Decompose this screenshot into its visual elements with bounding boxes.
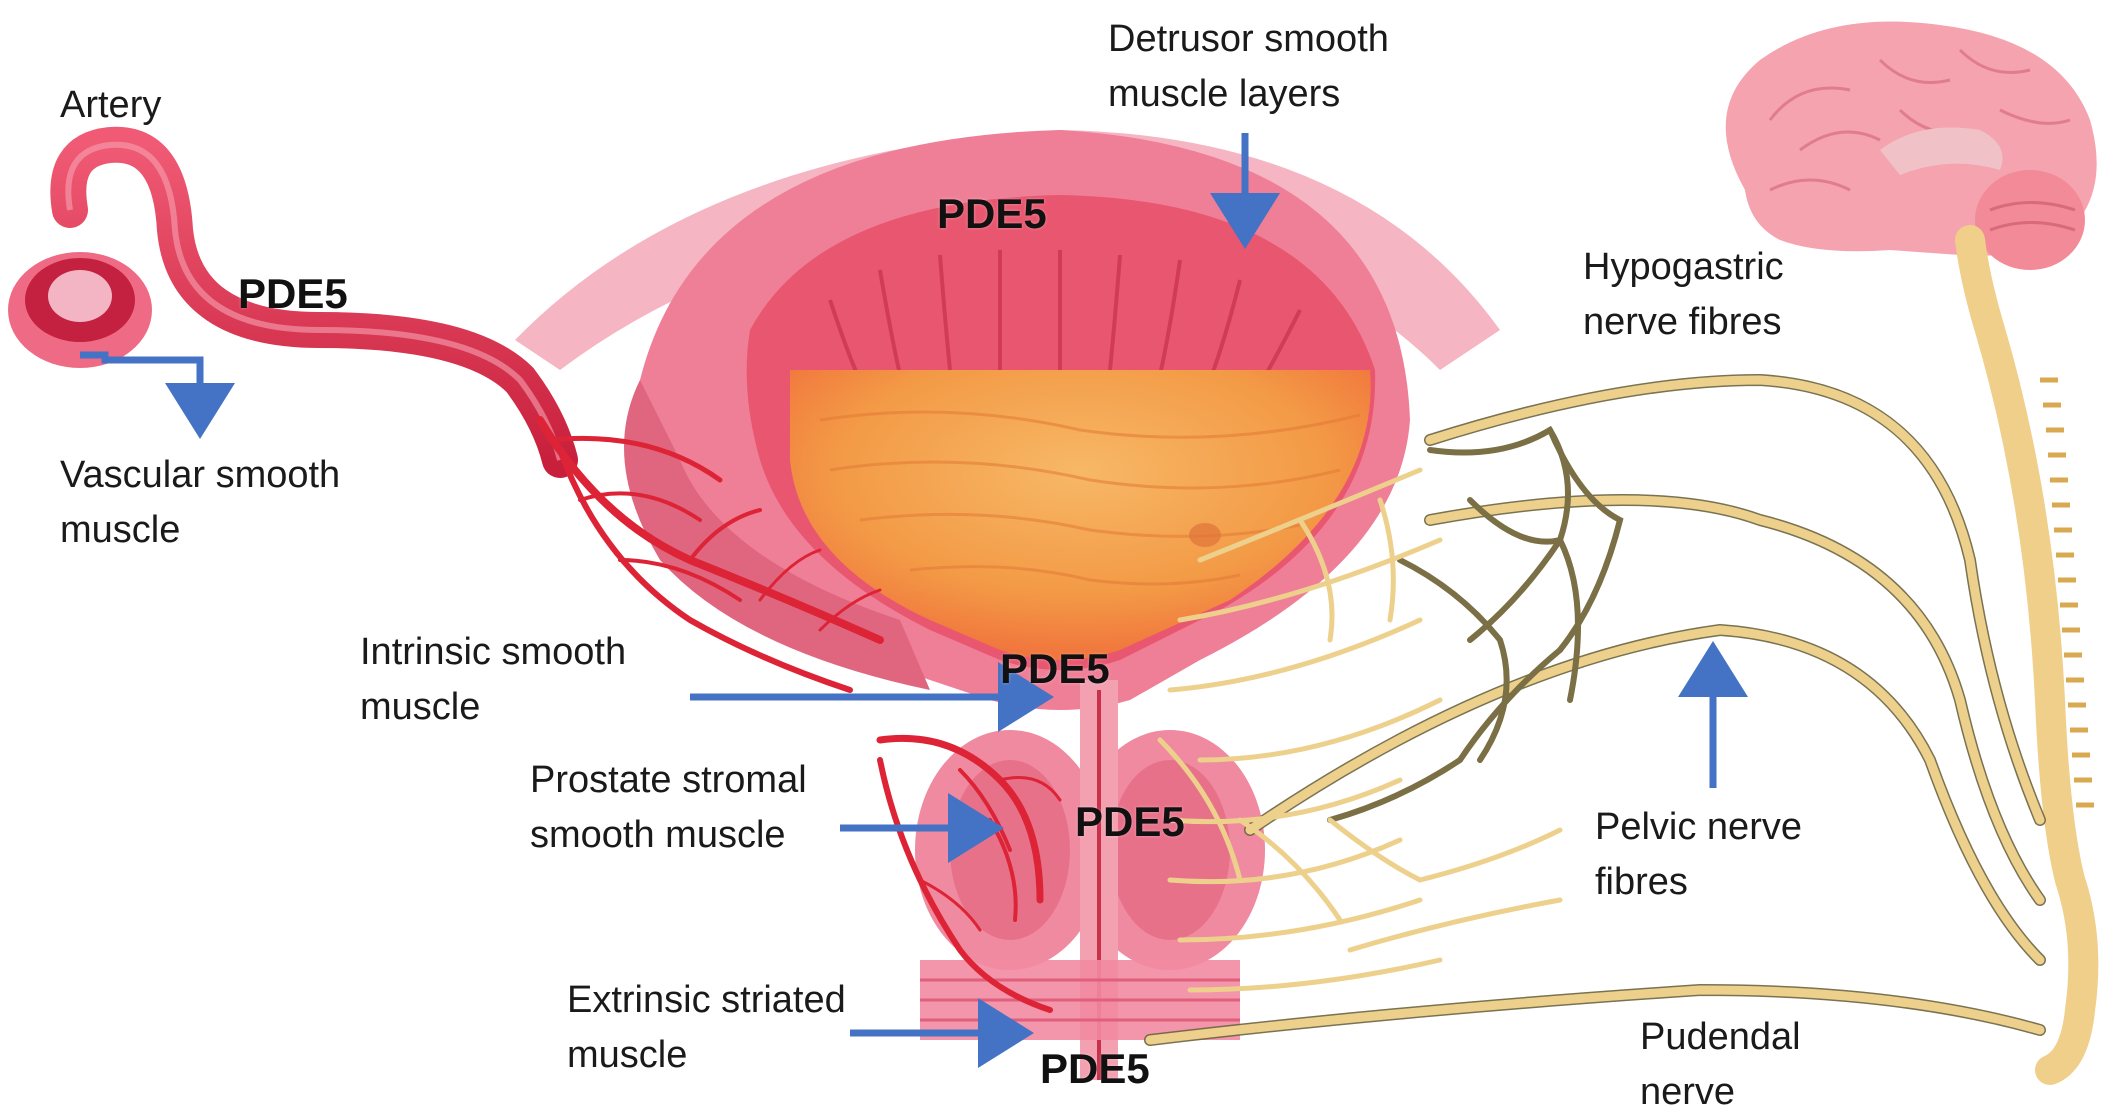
bladder-side-lobe: [624, 380, 930, 690]
urine-bubble: [1189, 523, 1221, 547]
nerve-fibres: [1144, 373, 2046, 1046]
label-hypogastric: Hypogastric nerve fibres: [1583, 246, 1784, 343]
artery-vessel: [8, 126, 578, 478]
spinal-cord: [1955, 225, 2099, 1085]
prostate-right-inner: [1110, 760, 1230, 940]
pde5-extrinsic: PDE5: [1040, 1045, 1150, 1092]
spinal-nerve-roots: [2040, 377, 2094, 808]
bladder-urine: [790, 370, 1371, 660]
artery-branches: [536, 416, 1062, 1013]
pointer-arrows: [80, 133, 1748, 1068]
label-artery: Artery: [60, 84, 162, 126]
vascular-arrow: [80, 351, 235, 439]
pde5-artery: PDE5: [238, 270, 348, 317]
label-pudendal: Pudendal nerve: [1640, 1016, 1801, 1113]
pde5-prostate: PDE5: [1075, 798, 1185, 845]
label-extrinsic: Extrinsic striated muscle: [567, 979, 846, 1076]
brain-illustration: [1725, 21, 2097, 270]
urine-texture: [819, 410, 1361, 586]
label-intrinsic: Intrinsic smooth muscle: [360, 631, 627, 728]
label-pelvic: Pelvic nerve fibres: [1595, 806, 1802, 903]
label-detrusor: Detrusor smooth muscle layers: [1108, 18, 1389, 115]
pde5-detrusor: PDE5: [937, 190, 1047, 237]
pde5-intrinsic: PDE5: [1000, 645, 1110, 692]
label-vascular-smooth-muscle: Vascular smooth muscle: [60, 454, 341, 551]
label-prostate: Prostate stromal smooth muscle: [530, 759, 807, 856]
